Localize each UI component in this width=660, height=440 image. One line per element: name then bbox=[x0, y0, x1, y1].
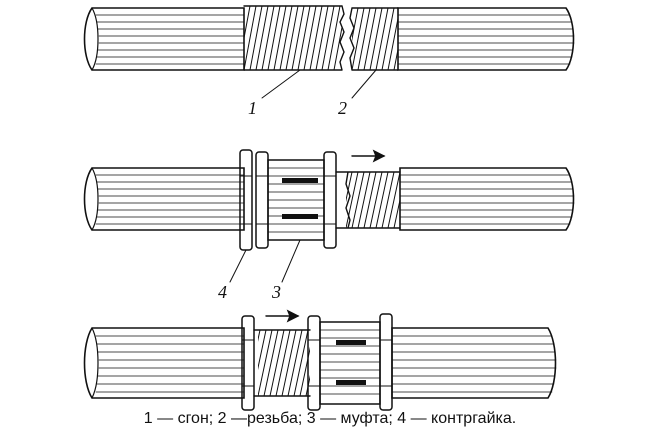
long-thread-1 bbox=[244, 6, 342, 70]
right-pipe-2 bbox=[399, 167, 575, 231]
locknut-3 bbox=[241, 315, 255, 411]
coupling-3 bbox=[307, 313, 393, 411]
label-3: 3 bbox=[271, 282, 281, 302]
arrow-right-3 bbox=[265, 309, 300, 323]
label-2: 2 bbox=[338, 98, 347, 118]
panel-3-coupling-joined bbox=[83, 309, 557, 411]
short-thread-2 bbox=[346, 172, 400, 228]
coupling-2 bbox=[267, 151, 337, 249]
panel-1-separated bbox=[83, 5, 575, 99]
figure-caption: 1 — сгон; 2 —резьба; 3 — муфта; 4 — конт… bbox=[143, 410, 517, 427]
left-pipe-2 bbox=[83, 167, 245, 231]
label-1: 1 bbox=[248, 98, 257, 118]
right-pipe-3 bbox=[391, 327, 557, 399]
left-pipe-1 bbox=[83, 7, 245, 71]
right-pipe-1 bbox=[397, 7, 575, 71]
panel-2-coupling-back bbox=[83, 149, 575, 283]
short-thread-1 bbox=[352, 8, 398, 70]
label-4: 4 bbox=[218, 282, 227, 302]
left-pipe-3 bbox=[83, 327, 245, 399]
arrow-right-2 bbox=[351, 149, 386, 163]
